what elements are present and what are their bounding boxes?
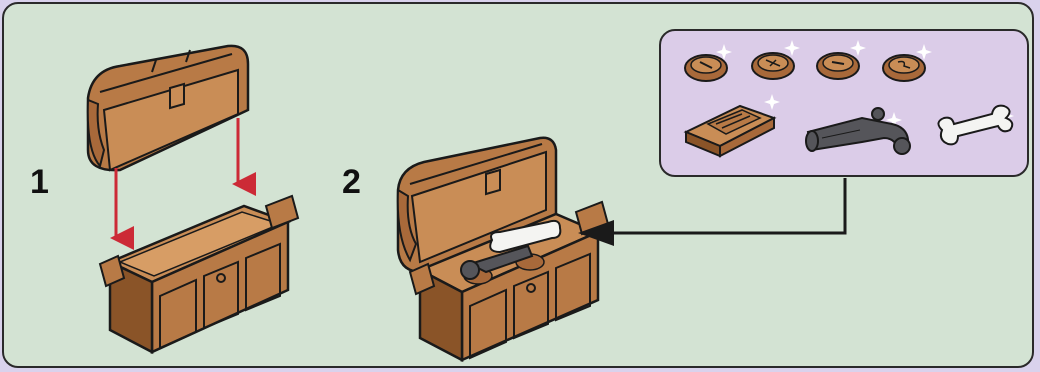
bone	[938, 106, 1012, 145]
chest-lid	[88, 46, 248, 170]
filled-chest	[398, 138, 608, 360]
coin-1	[685, 55, 727, 81]
coin-3	[817, 53, 859, 79]
coin-4	[883, 55, 925, 81]
callout-connector-line	[612, 178, 845, 233]
chest-base	[100, 196, 298, 352]
gold-bar	[686, 106, 774, 156]
coin-2	[752, 53, 794, 79]
